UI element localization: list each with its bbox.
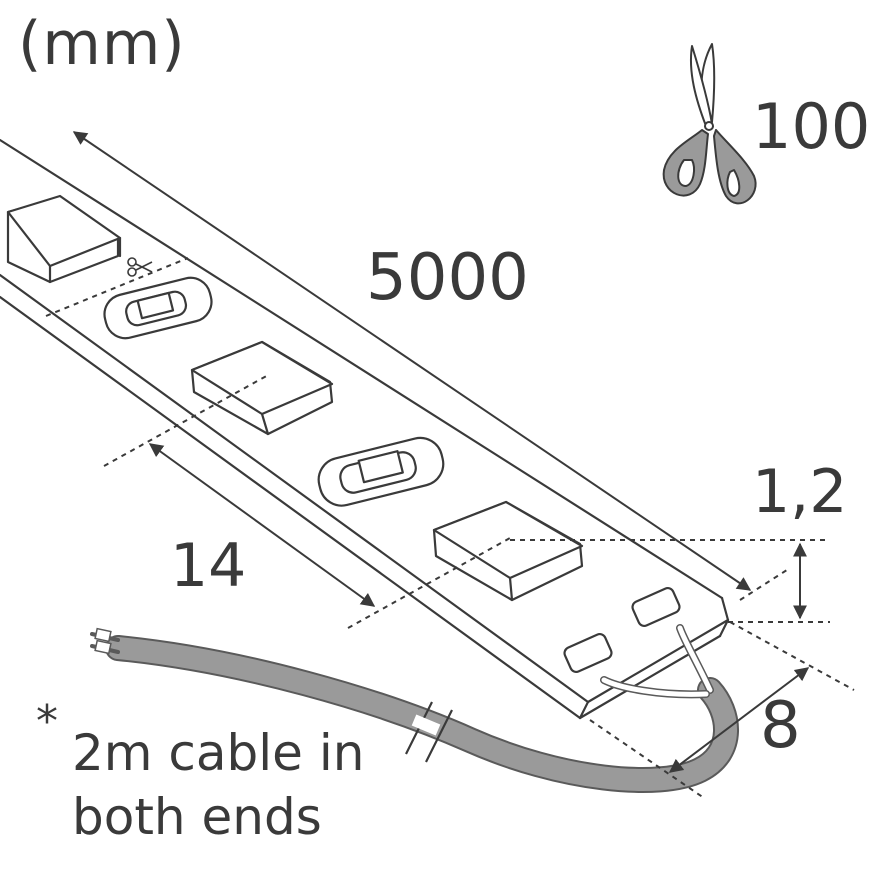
cut-interval-label: 100	[752, 90, 871, 163]
resistor	[103, 276, 213, 340]
note-marker: *	[36, 696, 58, 747]
thickness-label: 1,2	[752, 457, 848, 527]
led-chip	[432, 500, 584, 602]
thickness-dimension	[510, 539, 830, 623]
cable-break-mark	[405, 701, 453, 763]
solder-pad	[563, 586, 681, 674]
length-arrow	[72, 131, 752, 591]
cable-note-line2: both ends	[72, 788, 322, 846]
edge-guide	[739, 567, 791, 601]
length-label: 5000	[366, 241, 529, 315]
scissors-icon	[662, 43, 757, 205]
resistor	[317, 436, 445, 507]
width-dimension	[589, 621, 855, 799]
width-label: 8	[760, 689, 801, 763]
pitch-dimension	[103, 373, 511, 629]
cable-note-line1: 2m cable in	[72, 724, 365, 782]
pitch-label: 14	[170, 531, 247, 601]
led-chip	[6, 194, 122, 284]
unit-label: (mm)	[18, 9, 186, 79]
led-chip	[190, 340, 334, 436]
